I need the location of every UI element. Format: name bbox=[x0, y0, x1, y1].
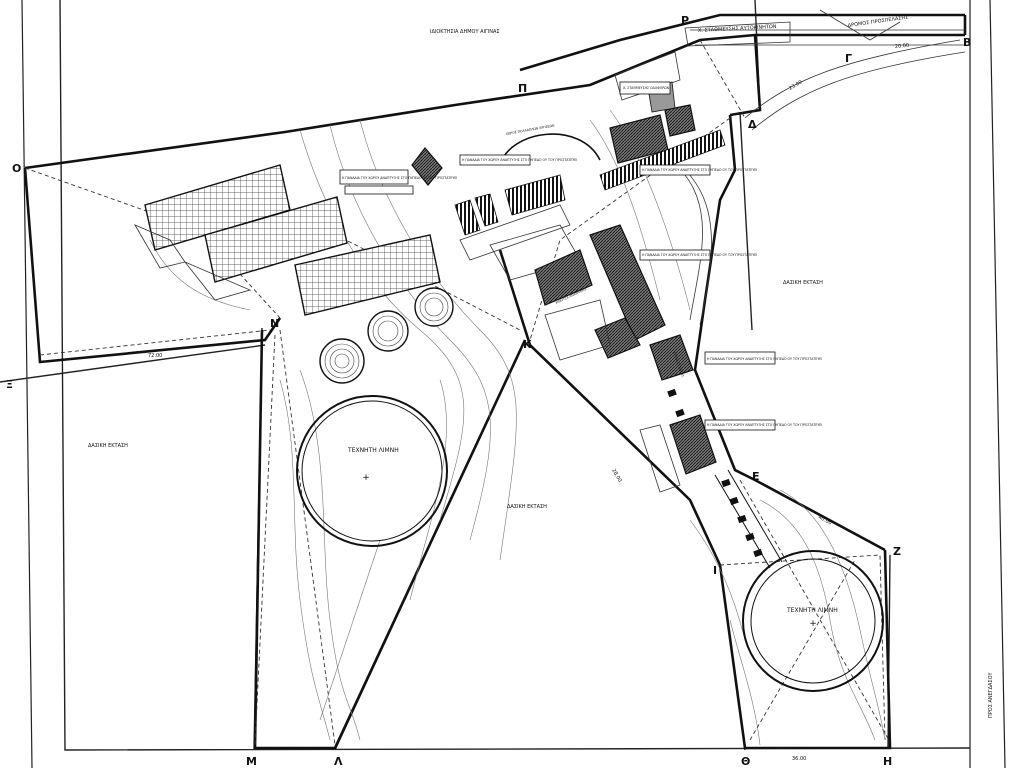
walkway-steps bbox=[667, 388, 783, 569]
lake-1-label: ΤΕΧΝΗΤΗ ΛΙΜΝΗ bbox=[347, 447, 399, 454]
point-beta: Β bbox=[963, 36, 971, 49]
dimension-5: 40.00 bbox=[817, 514, 832, 526]
point-mu: Μ bbox=[246, 755, 257, 768]
contour-lines bbox=[149, 109, 886, 746]
hatched-buildings bbox=[134, 164, 441, 316]
access-road-label: ΔΡΟΜΟΣ ΠΡΟΣΠΕΛΑΣΗΣ bbox=[847, 15, 908, 29]
dimension-2: 36.00 bbox=[792, 756, 806, 762]
lake-2: + bbox=[742, 550, 884, 692]
svg-text:+: + bbox=[362, 473, 370, 483]
annotation-boxes bbox=[339, 81, 776, 431]
point-gamma: Γ bbox=[845, 52, 852, 65]
municipality-label: ΙΔΙΟΚΤΗΣΙΑ ΔΗΜΟΥ ΑΙΓΙΝΑΣ bbox=[430, 29, 500, 35]
point-labels: Ρ Β Γ Δ Π Ο Ξ Ν Κ Ε Ι Ζ Μ Λ Θ Η bbox=[6, 14, 971, 768]
site-boundary bbox=[23, 13, 967, 750]
point-iota: Ι bbox=[713, 564, 717, 577]
note-2: Η ΠΑΝΑΔΙΑ ΤΟΥ ΧΩΡΟΥ ΑΝΑΠΤΥΞΗΣ ΣΤΟ ΓΗΠΕΔΟ… bbox=[462, 158, 577, 162]
parcel-boundaries bbox=[0, 0, 971, 751]
svg-text:+: + bbox=[809, 619, 817, 629]
lake-2-label: ΤΕΧΝΗΤΗ ΛΙΜΝΗ bbox=[786, 607, 838, 614]
point-xi: Ξ bbox=[6, 378, 13, 391]
point-kappa: Κ bbox=[523, 338, 532, 351]
point-delta: Δ bbox=[748, 118, 757, 131]
setback-lines bbox=[24, 39, 891, 746]
parking-label: Χ. ΣΤΑΘΜΕΥΣΗΣ ΑΥΤΟΚΙΝΗΤΩΝ bbox=[698, 24, 777, 34]
dimension-4: 28.00 bbox=[610, 468, 622, 483]
note-3: Η ΠΑΝΑΔΙΑ ΤΟΥ ΧΩΡΟΥ ΑΝΑΠΤΥΞΗΣ ΣΤΟ ΓΗΠΕΔΟ… bbox=[642, 168, 757, 172]
note-6: Η ΠΑΝΑΔΙΑ ΤΟΥ ΧΩΡΟΥ ΑΝΑΠΤΥΞΗΣ ΣΤΟ ΓΗΠΕΔΟ… bbox=[707, 423, 822, 427]
central-complex bbox=[411, 21, 791, 569]
forest-east-label: ΔΑΣΙΚΗ ΕΚΤΑΣΗ bbox=[783, 280, 823, 286]
forest-west-label: ΔΑΣΙΚΗ ΕΚΤΑΣΗ bbox=[88, 443, 128, 449]
kiosk-roof bbox=[411, 147, 443, 186]
annotation-notes: Η ΠΑΝΑΔΙΑ ΤΟΥ ΧΩΡΟΥ ΑΝΑΠΤΥΞΗΣ ΣΤΟ ΓΗΠΕΔΟ… bbox=[342, 158, 822, 427]
note-1: Η ΠΑΝΑΔΙΑ ΤΟΥ ΧΩΡΟΥ ΑΝΑΠΤΥΞΗΣ ΣΤΟ ΓΗΠΕΔΟ… bbox=[342, 176, 457, 180]
dimension-3: 23.00 bbox=[788, 79, 803, 91]
point-eta: Η bbox=[883, 755, 892, 768]
point-ro: Ρ bbox=[681, 14, 689, 27]
point-nu: Ν bbox=[270, 317, 279, 330]
point-theta: Θ bbox=[741, 755, 750, 768]
building-west-3 bbox=[294, 234, 441, 316]
note-5: Η ΠΑΝΑΔΙΑ ΤΟΥ ΧΩΡΟΥ ΑΝΑΠΤΥΞΗΣ ΣΤΟ ΓΗΠΕΔΟ… bbox=[707, 357, 822, 361]
forest-center-label: ΔΑΣΙΚΗ ΕΚΤΑΣΗ bbox=[507, 504, 547, 510]
point-pi: Π bbox=[518, 82, 527, 95]
point-omicron: Ο bbox=[12, 162, 21, 175]
point-epsilon: Ε bbox=[752, 470, 760, 483]
note-4: Η ΠΑΝΑΔΙΑ ΤΟΥ ΧΩΡΟΥ ΑΝΑΠΤΥΞΗΣ ΣΤΟ ΓΗΠΕΔΟ… bbox=[642, 253, 757, 257]
point-lambda: Λ bbox=[334, 755, 343, 768]
dimension-labels: 72.00 36.00 23.00 28.00 40.00 20.00 bbox=[148, 43, 909, 762]
dimension-6: 20.00 bbox=[895, 43, 910, 50]
tanks bbox=[319, 287, 454, 384]
dimension-1: 72.00 bbox=[148, 353, 162, 359]
parking-box-label: Χ. ΣΤΑΘΜΕΥΣΗΣ ΟΔΟΦΟΡΩΝ bbox=[623, 86, 670, 90]
sheet-frame bbox=[21, 0, 1006, 768]
area-labels: ΙΔΙΟΚΤΗΣΙΑ ΔΗΜΟΥ ΑΙΓΙΝΑΣ ΔΡΟΜΟΣ ΠΡΟΣΠΕΛΑ… bbox=[88, 15, 994, 718]
building-west-2 bbox=[204, 196, 348, 283]
towards-label: ΠΡΟΣ ΑΝΕΓΔΑΣΟΥ bbox=[988, 672, 994, 719]
point-zeta: Ζ bbox=[893, 545, 901, 558]
lake-1: + bbox=[296, 395, 448, 547]
